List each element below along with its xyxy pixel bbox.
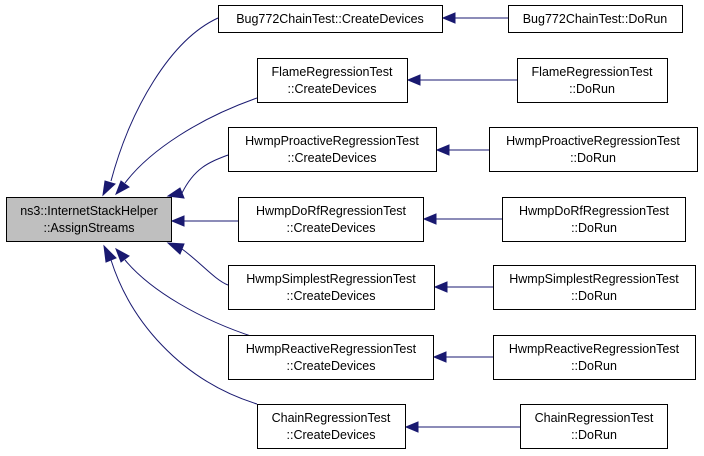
arrowhead bbox=[441, 12, 456, 24]
arrowhead bbox=[406, 74, 421, 86]
caller-node-line1: HwmpReactiveRegressionTest bbox=[246, 342, 417, 356]
runner-node-line2: ::DoRun bbox=[570, 151, 616, 165]
runner-node-line2: ::DoRun bbox=[571, 359, 617, 373]
caller-node-line2: ::CreateDevices bbox=[287, 221, 376, 235]
caller-node-line1: HwmpSimplestRegressionTest bbox=[246, 272, 416, 286]
caller-node-hwmp-dorf[interactable]: HwmpDoRfRegressionTest ::CreateDevices bbox=[238, 197, 424, 242]
runner-node-flame[interactable]: FlameRegressionTest ::DoRun bbox=[517, 58, 668, 103]
edge-caller-1-to-root bbox=[124, 97, 258, 184]
arrowhead bbox=[435, 144, 450, 156]
edge-caller-4-to-root bbox=[181, 248, 229, 286]
caller-node-line2: ::CreateDevices bbox=[287, 428, 376, 442]
arrowhead bbox=[422, 213, 437, 225]
edge-caller-6-to-root bbox=[110, 259, 258, 405]
arrowhead bbox=[115, 180, 130, 196]
runner-node-hwmp-dorf[interactable]: HwmpDoRfRegressionTest ::DoRun bbox=[502, 197, 686, 242]
arrowhead bbox=[404, 421, 419, 433]
caller-node-hwmp-proactive[interactable]: HwmpProactiveRegressionTest ::CreateDevi… bbox=[228, 127, 437, 172]
arrowhead bbox=[166, 187, 185, 199]
edge-caller-0-to-root bbox=[110, 17, 219, 182]
runner-node-line2: ::DoRun bbox=[571, 221, 617, 235]
arrowhead bbox=[115, 247, 130, 263]
edge-caller-2-to-root bbox=[181, 154, 229, 194]
runner-node-line1: HwmpSimplestRegressionTest bbox=[509, 272, 679, 286]
arrowhead bbox=[103, 244, 117, 263]
caller-node-line1: HwmpDoRfRegressionTest bbox=[256, 204, 407, 218]
caller-node-line2: ::CreateDevices bbox=[287, 289, 376, 303]
runner-node-line1: HwmpDoRfRegressionTest bbox=[519, 204, 670, 218]
caller-node-line1: Bug772ChainTest::CreateDevices bbox=[236, 12, 424, 26]
arrowhead bbox=[432, 351, 447, 363]
caller-node-line1: HwmpProactiveRegressionTest bbox=[245, 134, 419, 148]
arrowhead bbox=[166, 242, 185, 255]
caller-node-chain[interactable]: ChainRegressionTest ::CreateDevices bbox=[257, 404, 406, 449]
edges-to-root bbox=[102, 17, 258, 405]
edges-to-callers bbox=[404, 12, 520, 433]
root-node-line2: ::AssignStreams bbox=[43, 221, 134, 235]
runner-node-line1: Bug772ChainTest::DoRun bbox=[523, 12, 668, 26]
runner-node-line1: HwmpReactiveRegressionTest bbox=[509, 342, 680, 356]
caller-node-line2: ::CreateDevices bbox=[288, 82, 377, 96]
caller-node-line2: ::CreateDevices bbox=[287, 359, 376, 373]
runner-node-line1: FlameRegressionTest bbox=[532, 65, 653, 79]
caller-node-bug772[interactable]: Bug772ChainTest::CreateDevices bbox=[218, 5, 443, 33]
root-node-line1: ns3::InternetStackHelper bbox=[20, 204, 158, 218]
arrowhead bbox=[433, 281, 448, 293]
edge-caller-5-to-root bbox=[124, 259, 258, 339]
caller-node-hwmp-reactive[interactable]: HwmpReactiveRegressionTest ::CreateDevic… bbox=[228, 335, 434, 380]
runner-node-line1: ChainRegressionTest bbox=[535, 411, 654, 425]
caller-node-hwmp-simplest[interactable]: HwmpSimplestRegressionTest ::CreateDevic… bbox=[228, 265, 435, 310]
arrowhead bbox=[170, 215, 185, 227]
caller-node-line2: ::CreateDevices bbox=[288, 151, 377, 165]
caller-node-flame[interactable]: FlameRegressionTest ::CreateDevices bbox=[257, 58, 408, 103]
runner-node-line1: HwmpProactiveRegressionTest bbox=[506, 134, 680, 148]
caller-node-line1: FlameRegressionTest bbox=[272, 65, 393, 79]
runner-node-line2: ::DoRun bbox=[571, 289, 617, 303]
runner-node-hwmp-simplest[interactable]: HwmpSimplestRegressionTest ::DoRun bbox=[493, 265, 696, 310]
runner-node-hwmp-reactive[interactable]: HwmpReactiveRegressionTest ::DoRun bbox=[493, 335, 696, 380]
runner-node-chain[interactable]: ChainRegressionTest ::DoRun bbox=[520, 404, 668, 449]
runner-node-bug772[interactable]: Bug772ChainTest::DoRun bbox=[508, 5, 683, 33]
arrowhead bbox=[102, 180, 116, 197]
caller-node-line1: ChainRegressionTest bbox=[272, 411, 391, 425]
root-node[interactable]: ns3::InternetStackHelper ::AssignStreams bbox=[6, 197, 172, 242]
runner-node-line2: ::DoRun bbox=[571, 428, 617, 442]
runner-node-line2: ::DoRun bbox=[569, 82, 615, 96]
runner-node-hwmp-proactive[interactable]: HwmpProactiveRegressionTest ::DoRun bbox=[489, 127, 698, 172]
